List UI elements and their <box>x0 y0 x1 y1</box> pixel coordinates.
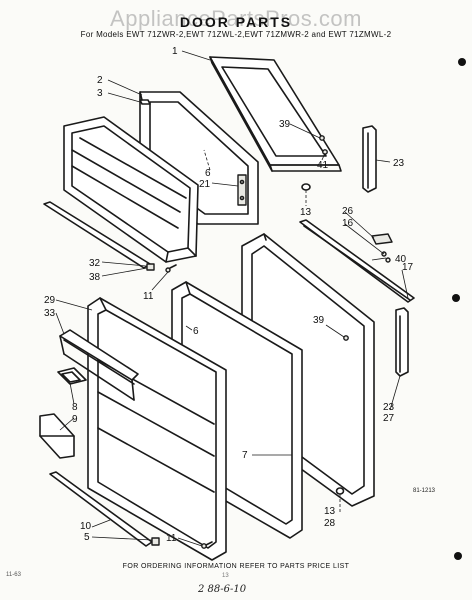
callout-5: 5 <box>84 532 90 543</box>
freezer-outer-door <box>209 56 342 172</box>
callout-2: 2 <box>97 75 103 86</box>
watermark: AppliancePartsPros.com <box>110 6 362 31</box>
callout-9: 9 <box>72 414 78 425</box>
callout-38: 38 <box>89 272 101 283</box>
callout-3: 3 <box>97 88 103 99</box>
registration-dot-middle <box>452 294 460 302</box>
lower-hinge <box>395 307 409 377</box>
callout-13-upper: 13 <box>300 207 312 218</box>
registration-dot-top <box>458 58 466 66</box>
registration-dot-bottom <box>454 552 462 560</box>
callout-29: 29 <box>44 295 56 306</box>
fresh-food-hinge-rail <box>299 219 415 303</box>
callout-16: 16 <box>342 218 354 229</box>
callout-27: 27 <box>383 413 395 424</box>
bottom-center-note: 13 <box>222 573 229 579</box>
lower-plug <box>335 487 345 495</box>
callout-10: 10 <box>80 521 92 532</box>
callout-39-lower: 39 <box>313 315 325 326</box>
callout-11-lower: 11 <box>166 533 177 544</box>
upper-plug <box>301 183 311 191</box>
callout-8: 8 <box>72 402 78 413</box>
freezer-door-bracket <box>237 174 247 206</box>
callout-1: 1 <box>172 46 178 57</box>
footer-note: FOR ORDERING INFORMATION REFER TO PARTS … <box>122 563 350 570</box>
callout-23-lower: 23 <box>383 402 395 413</box>
door-bin-small <box>39 413 75 459</box>
callout-21: 21 <box>199 179 211 190</box>
callout-41: 41 <box>317 160 329 171</box>
upper-hinge <box>362 125 377 193</box>
callout-32: 32 <box>89 258 101 269</box>
hinge-rail-hardware <box>371 233 393 263</box>
callout-11-upper: 11 <box>143 291 154 302</box>
butter-compartment <box>57 367 87 385</box>
bottom-left-note: 11-63 <box>6 572 21 578</box>
models-subtitle: For Models EWT 71ZWR-2,EWT 71ZWL-2,EWT 7… <box>80 30 392 39</box>
fresh-food-door-screw <box>343 335 349 341</box>
callout-6-lower: 6 <box>193 326 199 337</box>
freezer-shelf-hardware <box>146 263 177 273</box>
handwritten-note: 2 88-6-10 <box>198 584 247 595</box>
fresh-food-top-shelf <box>59 329 139 401</box>
callout-23-upper: 23 <box>393 158 405 169</box>
callout-6-upper: 6 <box>205 168 211 179</box>
leader-lines <box>55 50 409 547</box>
callout-28: 28 <box>324 518 336 529</box>
callout-33: 33 <box>44 308 56 319</box>
callout-17: 17 <box>402 262 414 273</box>
callout-40: 40 <box>395 254 407 265</box>
page-title: DOOR PARTS <box>179 14 293 30</box>
callout-39-upper: 39 <box>279 119 291 130</box>
figure-code: 81-1213 <box>413 488 436 494</box>
callout-26: 26 <box>342 206 354 217</box>
callout-numbers: 1 2 3 39 6 21 41 23 13 26 16 40 17 32 38… <box>44 46 414 544</box>
freezer-inner-liner <box>63 116 199 263</box>
callout-7: 7 <box>242 450 248 461</box>
callout-13-lower: 13 <box>324 506 336 517</box>
